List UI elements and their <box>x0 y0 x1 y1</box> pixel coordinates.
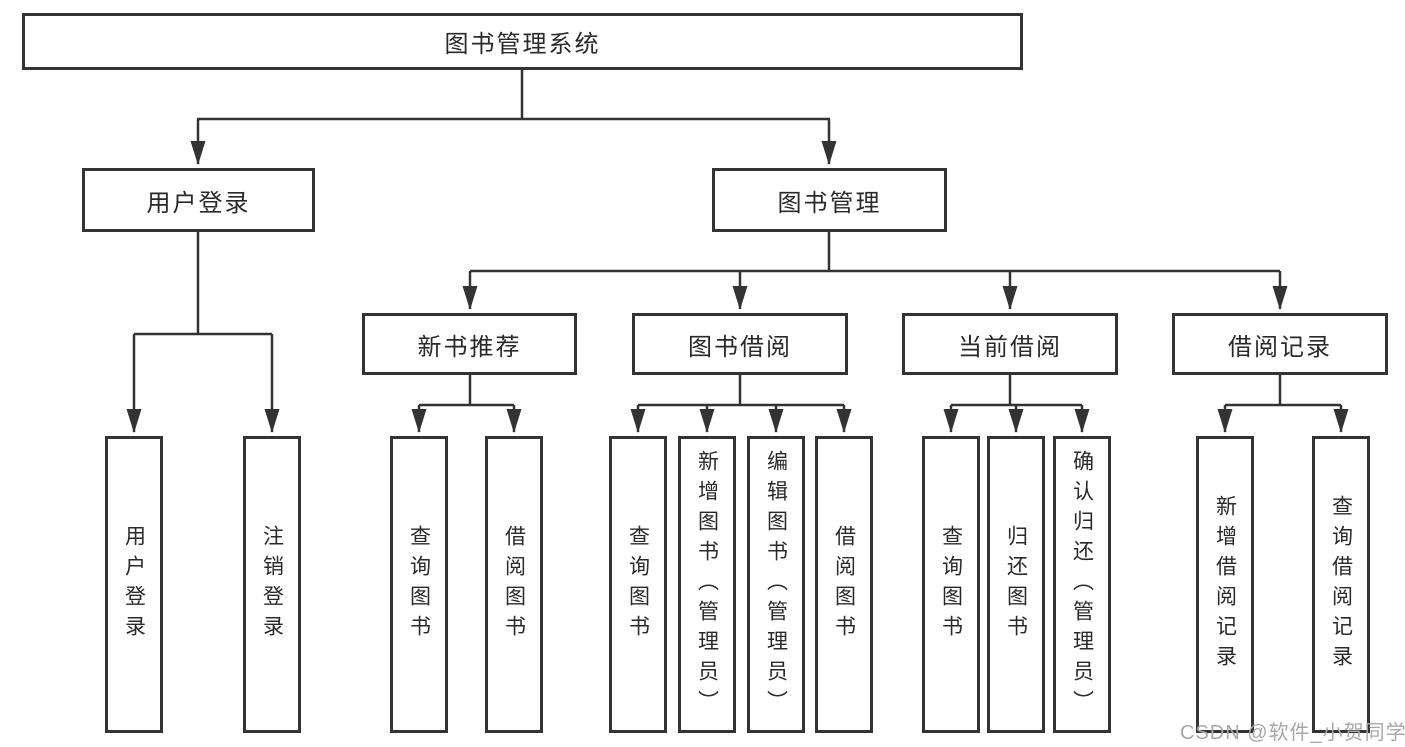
leaf-current-query-books: 查询图书 <box>922 436 980 733</box>
leaf-add-books-admin: 新增图书（管理员） <box>678 436 736 733</box>
leaf-current-query-books-label: 查询图书 <box>939 524 963 645</box>
connector-newbook-bar <box>419 375 514 407</box>
leaf-edit-books-admin: 编辑图书（管理员） <box>747 436 805 733</box>
leaf-add-borrow-record: 新增借阅记录 <box>1196 436 1254 733</box>
leaf-query-borrow-record-label: 查询借阅记录 <box>1329 494 1353 675</box>
leaf-borrow-query-books: 查询图书 <box>609 436 667 733</box>
leaf-return-books: 归还图书 <box>987 436 1045 733</box>
leaf-newbook-borrow-books-label: 借阅图书 <box>502 524 526 645</box>
node-new-book-recommend: 新书推荐 <box>362 313 577 375</box>
connector-mgmt-bar <box>470 232 1280 273</box>
node-book-borrow: 图书借阅 <box>632 313 848 375</box>
leaf-return-books-label: 归还图书 <box>1004 524 1028 645</box>
leaf-newbook-query-books: 查询图书 <box>390 436 448 733</box>
connector-group <box>126 70 1349 433</box>
leaf-confirm-return-admin-label: 确认归还（管理员） <box>1070 449 1094 720</box>
leaf-edit-books-admin-label: 编辑图书（管理员） <box>764 449 788 720</box>
leaf-borrow-query-books-label: 查询图书 <box>626 524 650 645</box>
leaf-newbook-borrow-books: 借阅图书 <box>485 436 543 733</box>
connector-current-bar <box>951 375 1082 407</box>
node-current-borrow: 当前借阅 <box>902 313 1118 375</box>
leaf-logout: 注销登录 <box>243 436 301 733</box>
leaf-logout-label: 注销登录 <box>260 524 284 645</box>
leaf-add-borrow-record-label: 新增借阅记录 <box>1213 494 1237 675</box>
csdn-watermark: CSDN @软件_小贺同学 <box>1180 722 1405 744</box>
connector-login-bar <box>134 232 272 336</box>
leaf-borrow-books-label: 借阅图书 <box>832 524 856 645</box>
node-user-login: 用户登录 <box>82 168 315 232</box>
leaf-confirm-return-admin: 确认归还（管理员） <box>1053 436 1111 733</box>
leaf-user-login-label: 用户登录 <box>122 524 146 645</box>
node-borrow-record: 借阅记录 <box>1172 313 1388 375</box>
leaf-query-borrow-record: 查询借阅记录 <box>1312 436 1370 733</box>
leaf-user-login: 用户登录 <box>105 436 163 733</box>
connector-record-bar <box>1225 375 1341 407</box>
leaf-borrow-books: 借阅图书 <box>815 436 873 733</box>
leaf-add-books-admin-label: 新增图书（管理员） <box>695 449 719 720</box>
connector-borrow-bar <box>638 375 844 407</box>
node-book-management: 图书管理 <box>712 168 947 232</box>
leaf-newbook-query-books-label: 查询图书 <box>407 524 431 645</box>
connector-root-bar <box>197 70 830 121</box>
node-system-root: 图书管理系统 <box>22 13 1023 70</box>
